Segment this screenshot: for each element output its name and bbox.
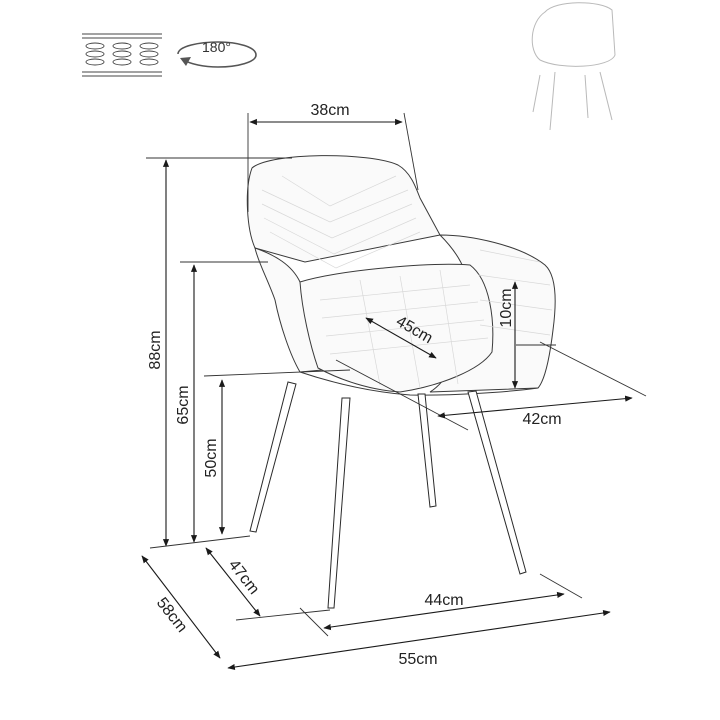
- chair-illustration: [246, 155, 556, 609]
- dim-armrest-height: 65cm: [175, 261, 268, 543]
- label-base-width: 44cm: [424, 592, 463, 609]
- label-total-height: 88cm: [147, 330, 164, 369]
- chair-backrest: [246, 155, 441, 263]
- dim-arm-above-seat: 10cm: [498, 281, 556, 389]
- dim-total-depth: 58cm: [141, 555, 221, 659]
- dim-total-width: 55cm: [227, 609, 611, 671]
- chair-leg-front-center: [327, 397, 351, 609]
- label-backrest-width: 38cm: [310, 102, 349, 119]
- dim-base-width: 44cm: [299, 573, 583, 637]
- label-total-depth: 58cm: [153, 595, 190, 636]
- rotate-180-icon: 180°: [177, 39, 257, 68]
- dim-seat-width: 42cm: [335, 341, 647, 431]
- rotate-label: 180°: [202, 39, 231, 55]
- dim-seat-height: 50cm: [203, 369, 351, 535]
- dim-total-height: 88cm: [146, 157, 292, 547]
- label-seat-width: 42cm: [522, 411, 561, 428]
- chair-leg-back-right: [417, 393, 437, 508]
- dim-backrest-width: 38cm: [247, 102, 419, 212]
- label-total-width: 55cm: [398, 651, 437, 668]
- label-base-depth: 47cm: [225, 557, 262, 598]
- spring-seat-icon: [82, 33, 162, 77]
- label-armrest-height: 65cm: [175, 385, 192, 424]
- chair-leg-front-right: [467, 390, 527, 575]
- chair-thumbnail: [531, 2, 616, 131]
- chair-leg-front-left: [249, 381, 297, 533]
- label-arm-above-seat: 10cm: [498, 288, 515, 327]
- label-seat-height: 50cm: [203, 438, 220, 477]
